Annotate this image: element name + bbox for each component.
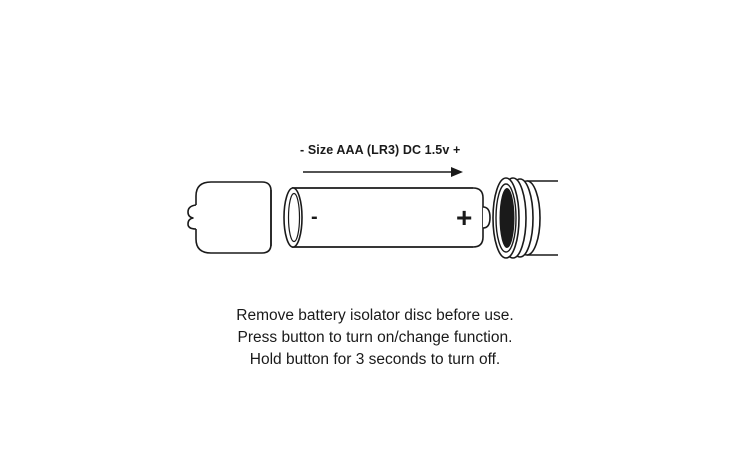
device-housing xyxy=(492,177,558,259)
instructions-text: Remove battery isolator disc before use.… xyxy=(0,305,750,371)
end-cap xyxy=(187,181,272,254)
isolator-disc xyxy=(499,188,515,248)
battery-plus-symbol: + xyxy=(456,202,472,233)
aaa-battery xyxy=(283,187,491,248)
instruction-line-1: Remove battery isolator disc before use. xyxy=(236,307,514,324)
battery-minus-symbol: - xyxy=(311,206,318,228)
instruction-line-3: Hold button for 3 seconds to turn off. xyxy=(249,351,501,368)
battery-size-label: - Size AAA (LR3) DC 1.5v + xyxy=(300,143,461,157)
instruction-line-2: Press button to turn on/change function. xyxy=(237,329,513,346)
